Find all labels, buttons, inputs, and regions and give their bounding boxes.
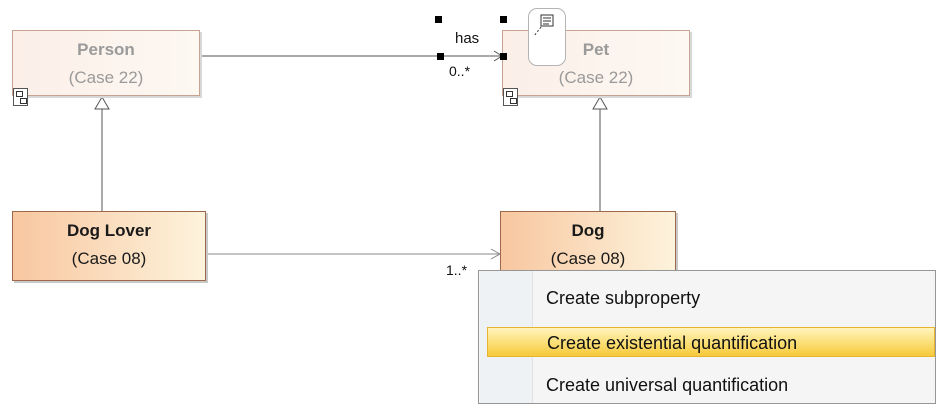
generalization-doglover-person-arrowhead — [94, 96, 110, 110]
subdiagram-icon[interactable] — [13, 88, 28, 106]
menu-item-create-subproperty[interactable]: Create subproperty — [546, 288, 701, 308]
class-dog-lover[interactable]: Dog Lover (Case 08) — [12, 211, 206, 281]
context-menu: Create subproperty Create existential qu… — [478, 270, 936, 404]
menu-item-create-existential-quantification[interactable]: Create existential quantification — [487, 327, 935, 357]
selection-handle[interactable] — [437, 53, 444, 60]
class-dog-name: Dog — [571, 221, 605, 240]
selection-handle[interactable] — [500, 16, 507, 23]
association-doglover-dog-multiplicity[interactable]: 1..* — [446, 262, 468, 278]
add-note-button[interactable] — [528, 8, 566, 66]
note-icon — [533, 14, 554, 37]
menu-item-create-universal-quantification[interactable]: Create universal quantification — [546, 375, 789, 395]
class-person-stereotype: (Case 22) — [68, 68, 144, 87]
generalization-dog-pet-arrowhead — [592, 96, 608, 110]
selection-handle[interactable] — [435, 16, 442, 23]
selection-handle[interactable] — [500, 53, 507, 60]
class-pet-stereotype: (Case 22) — [558, 68, 634, 87]
class-dog[interactable]: Dog (Case 08) — [500, 211, 676, 281]
class-person[interactable]: Person (Case 22) — [12, 30, 200, 96]
association-has-name[interactable]: has — [455, 30, 480, 47]
class-person-name: Person — [77, 40, 135, 59]
class-dog-stereotype: (Case 08) — [550, 249, 626, 268]
association-has-multiplicity[interactable]: 0..* — [449, 63, 471, 79]
class-dog-lover-name: Dog Lover — [66, 221, 152, 240]
subdiagram-icon[interactable] — [503, 88, 518, 106]
class-dog-lover-stereotype: (Case 08) — [71, 249, 147, 268]
class-pet-name: Pet — [582, 40, 610, 59]
